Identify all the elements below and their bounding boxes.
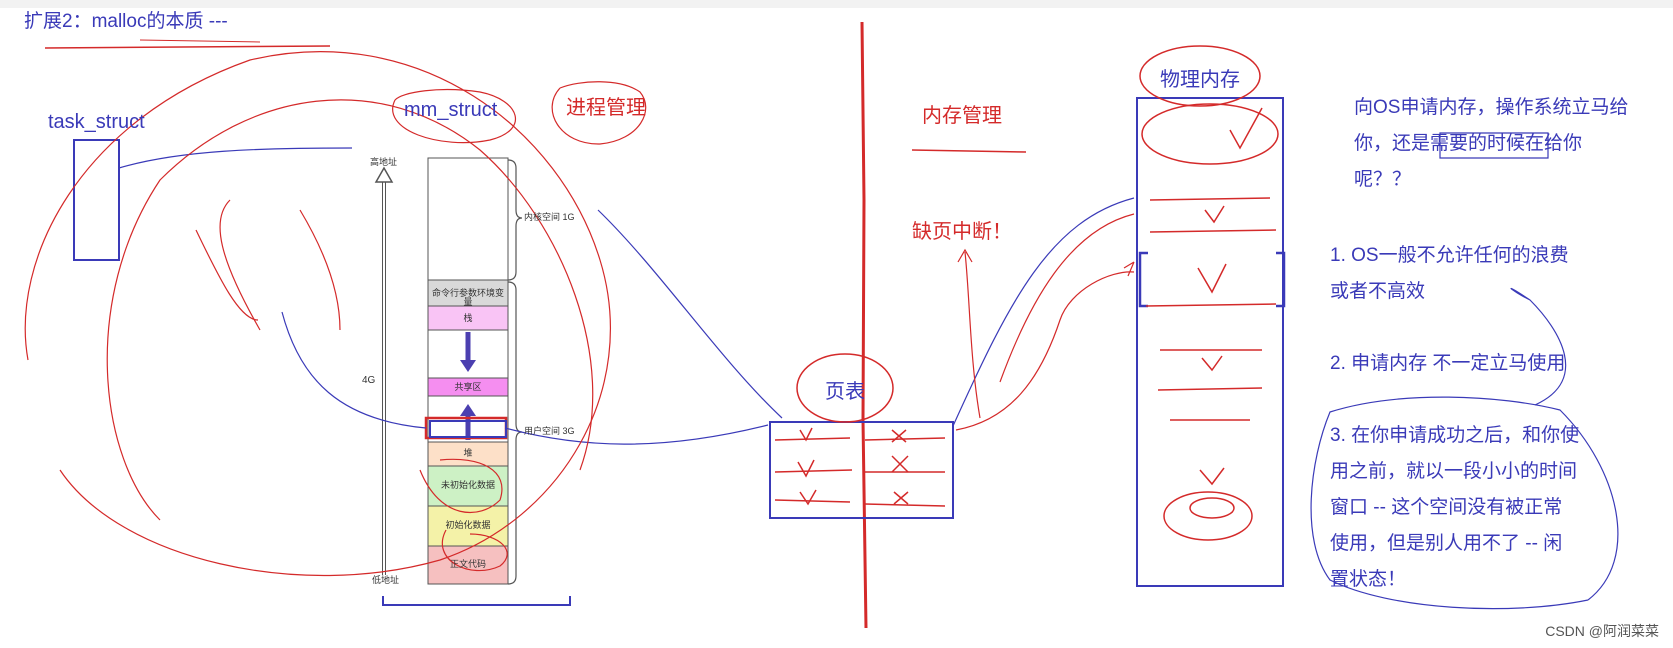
point-1-line-1: 1. OS一般不允许任何的浪费 xyxy=(1330,245,1569,266)
point-1-line-2: 或者不高效 xyxy=(1330,281,1426,302)
bottom-bracket xyxy=(382,596,571,606)
size-4g-label: 4G xyxy=(362,375,376,386)
page-fault-label: 缺页中断！ xyxy=(912,221,1012,243)
point-3-line-2: 用之前，就以一段小小的时间 xyxy=(1330,461,1578,482)
question-line-2: 你，还是需要的时候在给你 xyxy=(1354,133,1583,154)
segment-text xyxy=(427,545,509,585)
heap-highlight-blue xyxy=(429,420,507,438)
segment-shared-label: 共享区 xyxy=(454,382,482,392)
segment-stack-label: 栈 xyxy=(463,313,473,323)
memory-bracket xyxy=(1138,251,1286,308)
point-3-line-3: 窗口 -- 这个空间没有被正常 xyxy=(1330,497,1563,518)
kernel-space-label: 内核空间 1G xyxy=(524,212,575,222)
heap-grow-arrow xyxy=(460,404,476,416)
physical-memory-label: 物理内存 xyxy=(1160,69,1240,91)
page-title: 扩展2：malloc的本质 --- xyxy=(24,11,228,32)
mm-struct-label: mm_struct xyxy=(404,99,498,121)
physical-memory-circle xyxy=(1139,45,1261,107)
watermark: CSDN @阿润菜菜 xyxy=(1545,623,1659,639)
kernel-brace xyxy=(507,159,523,281)
task-struct-box xyxy=(73,139,120,261)
point-2-line-1: 2. 申请内存 不一定立马使用 xyxy=(1330,353,1566,374)
segment-data-label: 初始化数据 xyxy=(445,520,491,530)
red-connectors xyxy=(24,51,1135,576)
low-address-label: 低地址 xyxy=(372,575,400,585)
segment-bss-label: 未初始化数据 xyxy=(440,480,495,490)
title-underline xyxy=(44,45,331,49)
top-strip xyxy=(0,0,1673,8)
memory-marks xyxy=(1141,103,1279,541)
memory-mgmt-label: 内存管理 xyxy=(922,105,1002,127)
physical-memory-box xyxy=(1136,97,1284,587)
segment-text-label: 正文代码 xyxy=(449,559,486,569)
divider-line xyxy=(860,21,868,629)
segment-cmdline xyxy=(427,279,509,307)
page-table-box xyxy=(769,421,954,519)
segment-stack xyxy=(427,305,509,331)
point-3-line-1: 3. 在你申请成功之后，和你使 xyxy=(1330,425,1580,446)
address-arrow-head xyxy=(374,166,394,183)
stack-grow-arrow xyxy=(460,360,476,372)
question-line-1: 向OS申请内存，操作系统立马给 xyxy=(1354,97,1629,118)
segment-cmdline-label: 命令行参数环境变量 xyxy=(431,288,504,307)
segment-heap-label: 堆 xyxy=(463,448,473,458)
point-3-line-5: 置状态！ xyxy=(1330,569,1407,590)
page-table-circle xyxy=(796,353,894,423)
address-space-diagram xyxy=(374,157,571,606)
page-table-label: 页表 xyxy=(825,381,865,403)
page-table-marks xyxy=(774,427,946,507)
question-line-3: 呢？？ xyxy=(1354,169,1412,190)
memory-mgmt-underline xyxy=(911,149,1027,153)
segment-kernel xyxy=(427,157,509,281)
process-mgmt-label: 进程管理 xyxy=(566,97,646,119)
high-address-label: 高地址 xyxy=(370,157,398,167)
title-underline-2 xyxy=(139,39,261,43)
task-struct-label: task_struct xyxy=(48,111,145,133)
user-space-label: 用户空间 3G xyxy=(524,426,575,436)
user-brace xyxy=(507,281,523,585)
point-3-line-4: 使用，但是别人用不了 -- 闲 xyxy=(1330,533,1563,554)
